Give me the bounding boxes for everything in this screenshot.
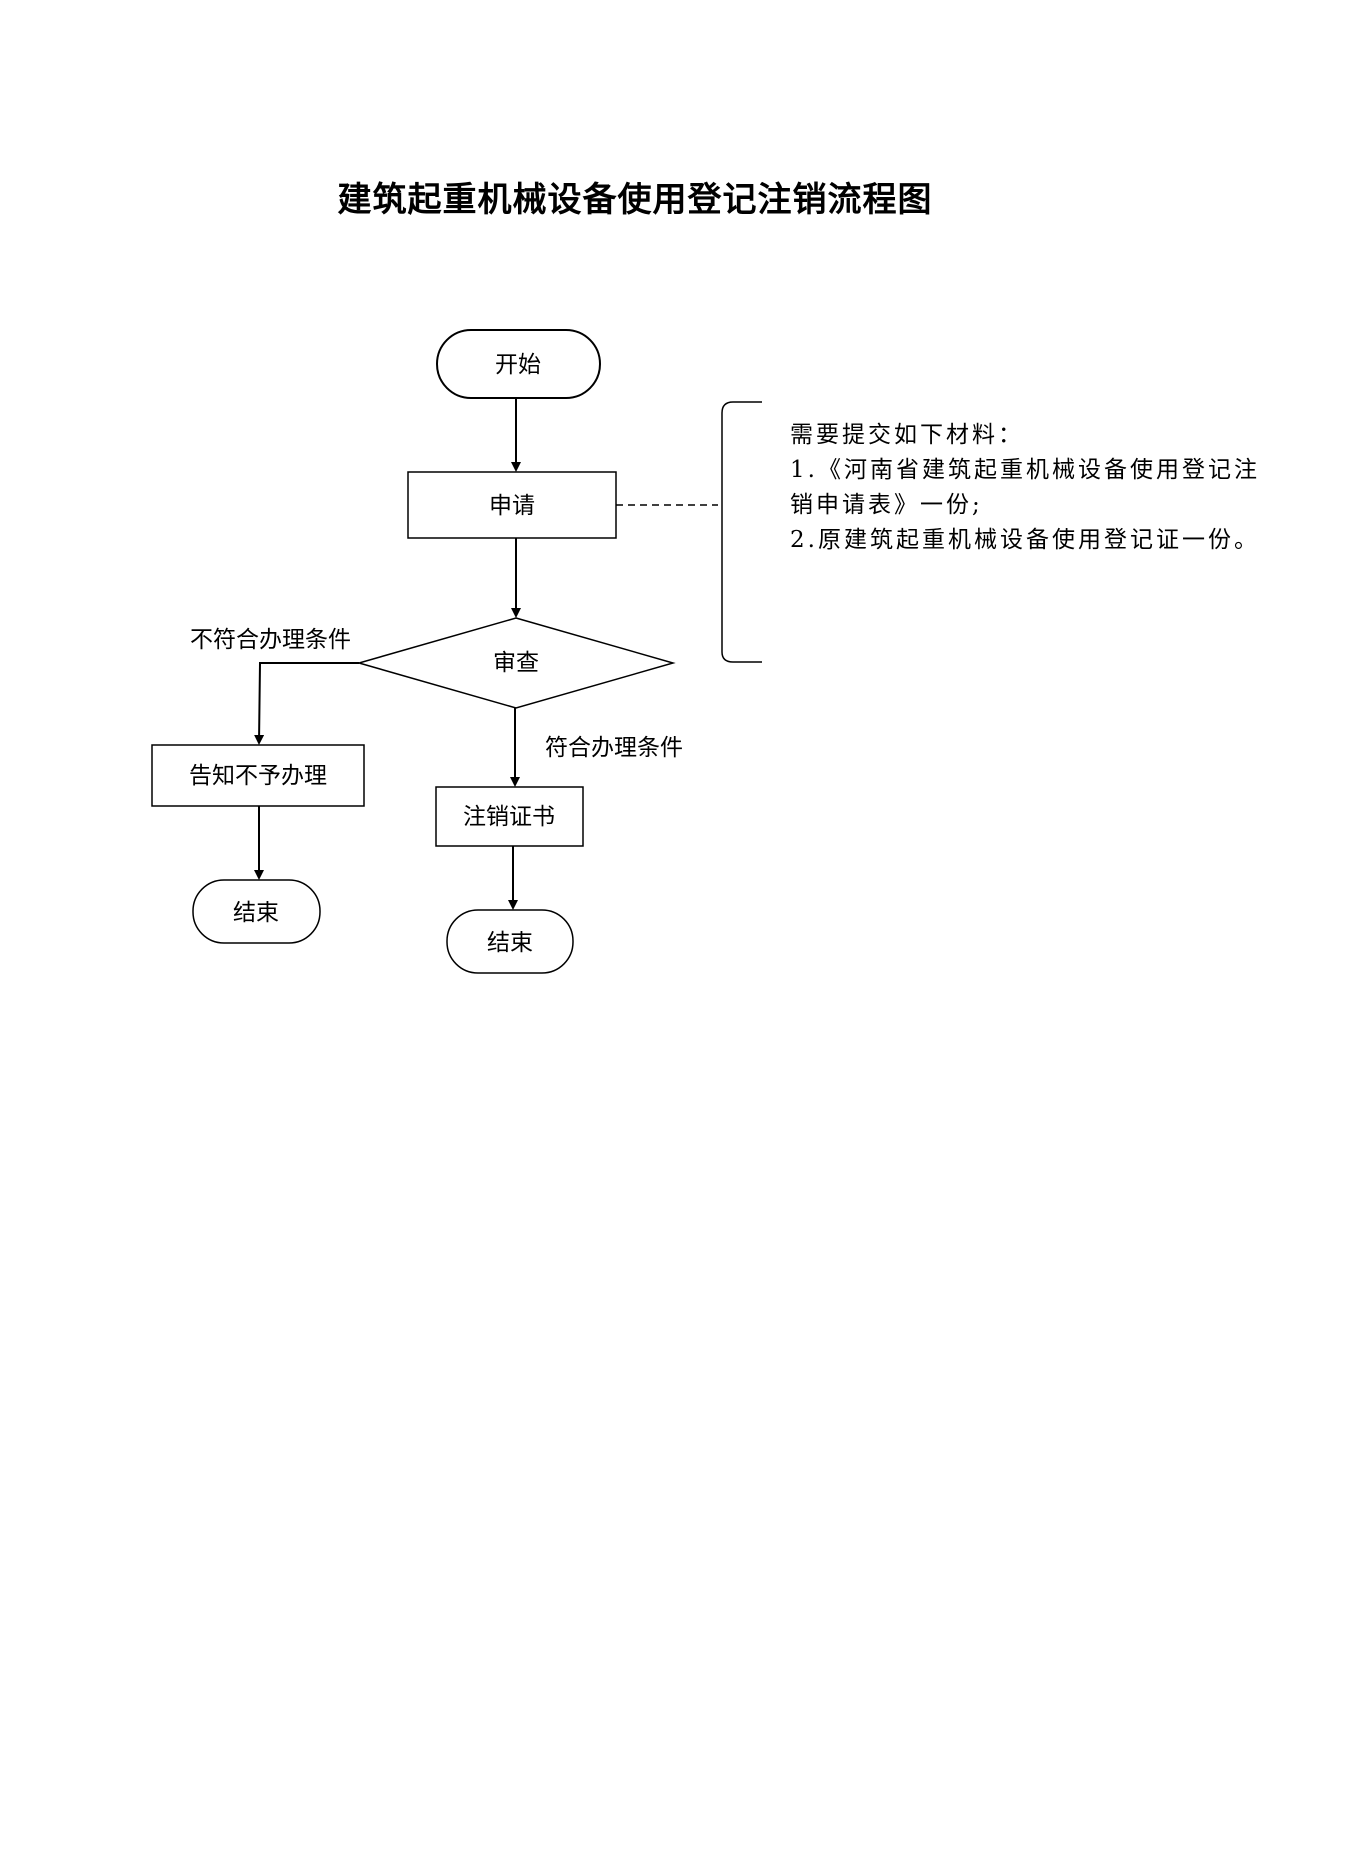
cancel-certificate-node: 注销证书 (435, 786, 584, 847)
page-title: 建筑起重机械设备使用登记注销流程图 (337, 180, 933, 220)
review-node: 审查 (356, 617, 676, 709)
materials-item: 销申请表》一份; (790, 492, 983, 518)
apply-label: 申请 (489, 493, 535, 519)
end-right-label: 结束 (487, 930, 533, 956)
not-qualified-label: 不符合办理条件 (190, 627, 351, 653)
apply-node: 申请 (407, 471, 617, 539)
materials-item: 1.《河南省建筑起重机械设备使用登记注 (790, 457, 1260, 483)
materials-heading: 需要提交如下材料： (790, 422, 1024, 448)
materials-brace (721, 401, 762, 663)
materials-note: 需要提交如下材料： 1.《河南省建筑起重机械设备使用登记注 销申请表》一份; 2… (790, 418, 1310, 558)
end-node-left: 结束 (192, 879, 321, 944)
start-node: 开始 (436, 329, 601, 399)
arrow-review-to-reject (254, 662, 359, 745)
end-left-label: 结束 (233, 900, 279, 926)
qualified-label: 符合办理条件 (545, 735, 683, 761)
end-node-right: 结束 (446, 909, 574, 974)
materials-item: 2.原建筑起重机械设备使用登记证一份。 (790, 527, 1260, 553)
reject-node: 告知不予办理 (151, 744, 365, 807)
reject-label: 告知不予办理 (189, 763, 327, 789)
review-label: 审查 (493, 650, 539, 676)
start-label: 开始 (495, 352, 541, 378)
cancel-certificate-label: 注销证书 (463, 804, 555, 830)
